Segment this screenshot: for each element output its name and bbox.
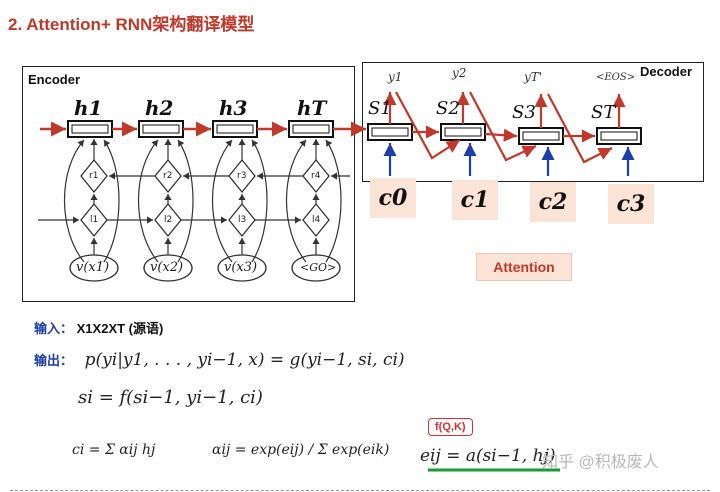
l3-diamond [228,202,256,238]
label-eos: <EOS> [596,72,636,83]
label-vx3: v(x3) [224,260,258,275]
state-formula: si = f(si−1, yi−1, ci) [78,387,263,408]
sT-box [596,127,642,145]
r1-diamond [80,158,108,194]
label-l2: l2 [164,215,173,225]
context-c2: c2 [530,182,576,222]
l-diamonds [80,202,330,238]
label-l3: l3 [238,215,247,225]
l4-diamond [302,202,330,238]
encoder-label: Encoder [28,72,81,87]
h3-box [212,120,258,138]
output-formula: p(yi|y1, . . . , yi−1, x) = g(yi−1, si, … [84,350,405,370]
output-line: 输出： p(yi|y1, . . . , yi−1, x) = g(yi−1, … [34,350,405,370]
label-h2: h2 [145,96,174,120]
context-c3: c3 [608,184,654,224]
label-h3: h3 [219,96,248,120]
attention-label: Attention [476,253,572,281]
slide-title: 2. Attention+ RNN架构翻译模型 [8,15,255,34]
label-l4: l4 [312,215,321,225]
context-c1: c1 [452,180,498,220]
r4-diamond [302,158,330,194]
label-r4: r4 [311,171,321,181]
label-l1: l1 [90,215,99,225]
decoder-state-boxes [367,123,642,145]
decoder-arrows [383,91,626,164]
r2-diamond [154,158,182,194]
label-s2: S2 [436,98,460,119]
l2-diamond [154,202,182,238]
r3-diamond [228,158,256,194]
input-ellipses [69,254,341,282]
label-r2: r2 [163,171,173,181]
label-r3: r3 [237,171,247,181]
s1-box [367,123,413,141]
input-value: X1X2XT (源语) [76,321,164,336]
input-label: 输入： [34,321,74,336]
s2-box [440,123,486,141]
s3-box [518,127,564,145]
context-arrows [383,143,635,176]
label-s3: S3 [512,102,536,123]
alpha-formula: αij = exp(eij) / Σ exp(eik) [212,442,390,458]
label-go: <GO> [300,261,337,274]
fqk-callout: f(Q,K) [428,418,473,436]
h2-box [138,120,184,138]
l1-diamond [80,202,108,238]
decoder-label: Decoder [640,64,693,79]
label-h1: h1 [74,96,103,120]
watermark: 知乎 @积极废人 [542,454,659,471]
context-c0: c0 [370,178,416,218]
h1-box [67,120,113,138]
r-diamonds [80,158,330,194]
encoder-frame [22,66,355,302]
energy-formula: eij = a(si−1, hj) [420,446,556,466]
output-label: 输出： [34,353,74,368]
label-s1: S1 [368,98,392,119]
label-r1: r1 [89,171,99,181]
label-y1: y1 [388,70,403,84]
hT-box [288,120,334,138]
context-formula: ci = Σ αij hj [72,442,156,458]
label-yT: yT' [524,70,543,84]
label-hT: hT [297,96,327,120]
label-vx2: v(x2) [150,260,184,275]
encoder-vertical-arrows [38,139,350,263]
label-sT: ST [591,102,616,123]
bottom-divider [10,490,710,491]
label-y2: y2 [452,66,467,80]
input-line: 输入： X1X2XT (源语) [34,318,163,337]
label-vx1: v(x1) [76,260,110,275]
